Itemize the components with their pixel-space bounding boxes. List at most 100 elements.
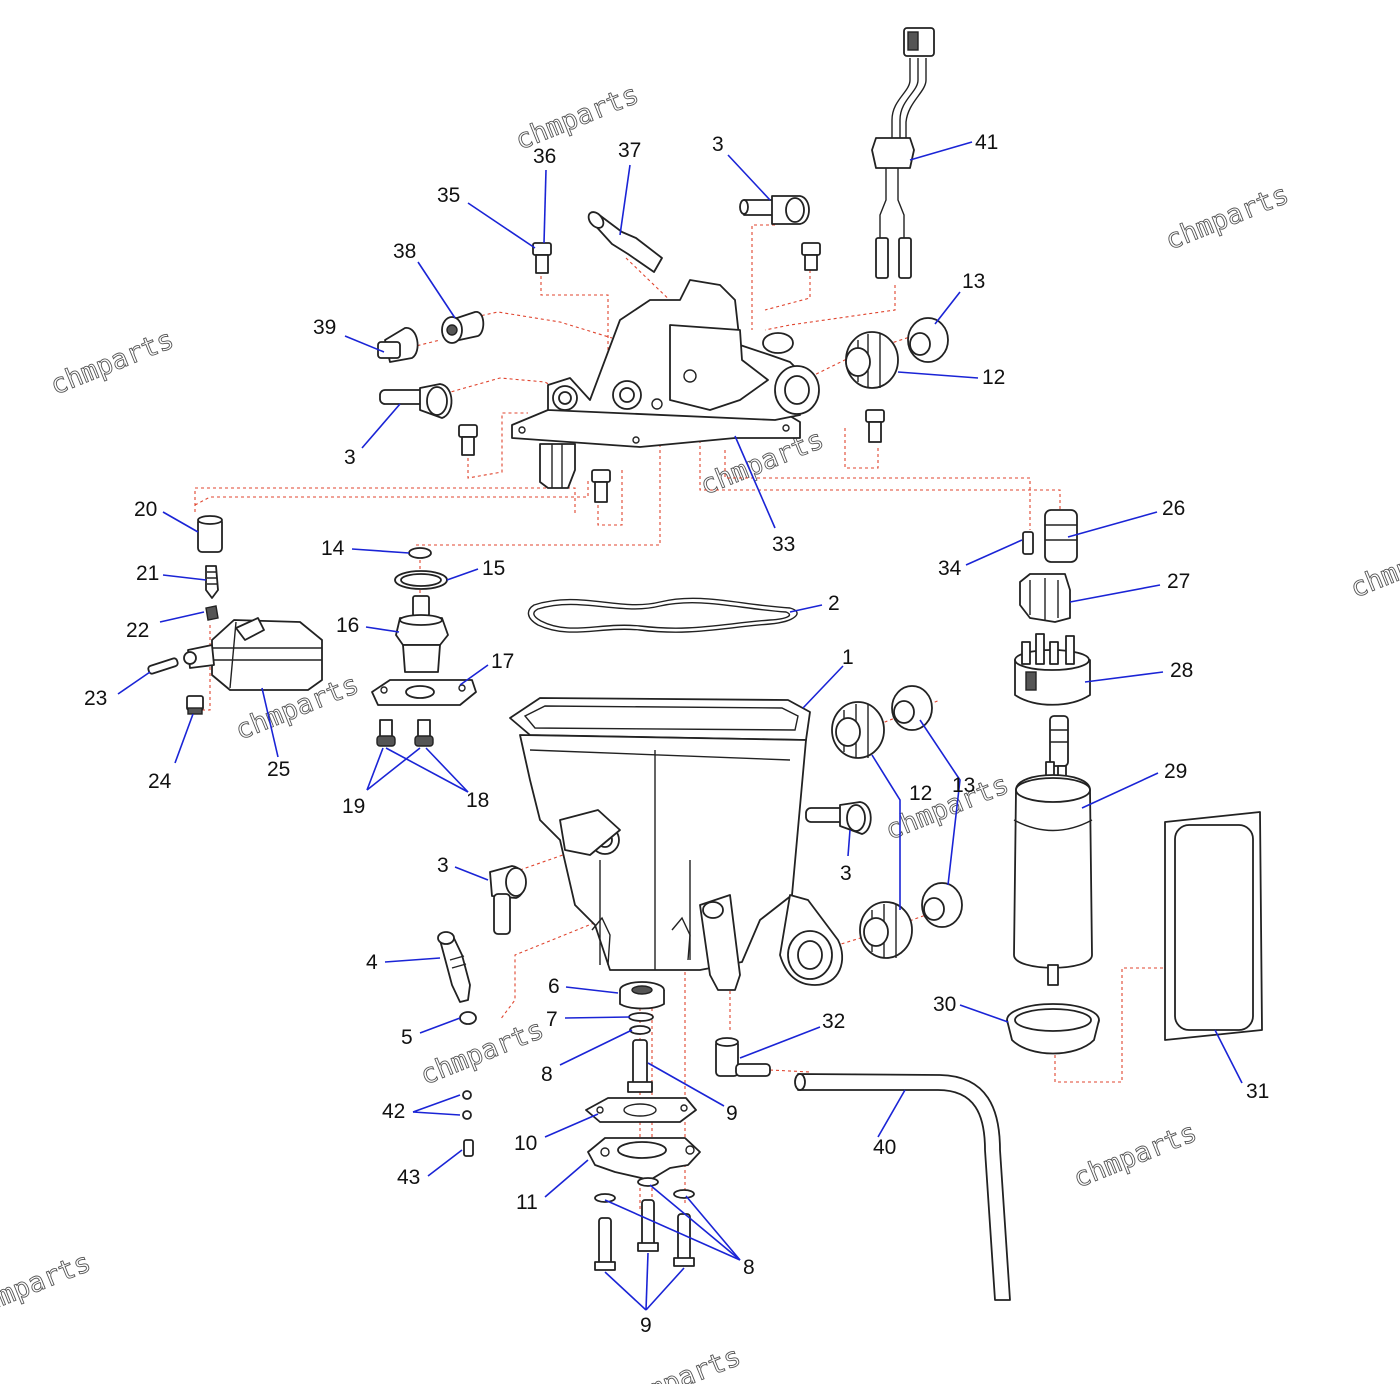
callout-24: 24 <box>148 770 172 793</box>
callout-3: 3 <box>437 854 449 877</box>
callout-9: 9 <box>640 1314 652 1337</box>
callout-12: 12 <box>982 366 1005 389</box>
callout-14: 14 <box>321 537 345 560</box>
bolt-part <box>594 1217 616 1271</box>
gasket-part <box>527 597 798 633</box>
callout-1: 1 <box>842 646 854 669</box>
washer-part <box>629 1025 651 1035</box>
callout-23: 23 <box>84 687 107 710</box>
callout-6: 6 <box>548 975 560 998</box>
callout-13: 13 <box>952 774 975 797</box>
fuel-hose-part <box>794 1073 1011 1301</box>
callout-22: 22 <box>126 619 149 642</box>
watermark: chmparts <box>613 1341 745 1384</box>
callout-3: 3 <box>344 446 356 469</box>
callout-15: 15 <box>482 557 505 580</box>
sleeve-part <box>197 515 223 553</box>
watermark: chmparts <box>1069 1117 1201 1194</box>
callout-8: 8 <box>541 1063 553 1086</box>
pressure-regulator-part <box>395 595 449 673</box>
float-part <box>183 617 323 691</box>
callout-4: 4 <box>366 951 378 974</box>
washer-part <box>459 1011 477 1025</box>
callout-33: 33 <box>772 533 795 556</box>
elbow-fitting-part <box>739 195 810 225</box>
callout-35: 35 <box>437 184 460 207</box>
clip-part <box>205 605 219 621</box>
washer-part <box>594 1193 616 1203</box>
wiring-harness-part <box>871 27 935 279</box>
callout-28: 28 <box>1170 659 1193 682</box>
plug-part <box>377 327 419 363</box>
bolt-part <box>637 1199 659 1252</box>
pump-holder-part <box>1014 633 1091 706</box>
screw-part <box>801 242 821 271</box>
watermark: chmparts <box>0 1247 95 1324</box>
callout-27: 27 <box>1167 570 1190 593</box>
o-ring-part <box>462 1110 472 1120</box>
callout-37: 37 <box>618 139 641 162</box>
callout-18: 18 <box>466 789 489 812</box>
callout-3: 3 <box>840 862 852 885</box>
float-pin-part <box>147 657 179 675</box>
sleeve-part <box>1044 509 1078 563</box>
fuel-pump-part <box>1013 715 1093 986</box>
callout-32: 32 <box>822 1010 845 1033</box>
valve-screw-part <box>437 931 471 1003</box>
fuel-fitting-part <box>587 211 663 273</box>
grommet-part <box>859 901 913 959</box>
callout-34: 34 <box>938 557 962 580</box>
screw-part <box>414 719 434 747</box>
screw-part <box>376 719 396 747</box>
screw-part <box>458 424 478 456</box>
callout-36: 36 <box>533 145 556 168</box>
housing-cover-part <box>511 279 820 489</box>
screw-part <box>186 695 204 715</box>
callout-43: 43 <box>397 1166 420 1189</box>
pump-bracket-part <box>1019 573 1071 623</box>
watermark: chmparts <box>881 769 1013 846</box>
screw-part <box>591 469 611 503</box>
elbow-fitting-part <box>805 801 872 835</box>
pin-part <box>463 1139 474 1157</box>
fuel-filter-part <box>1164 811 1263 1041</box>
elbow-fitting-part <box>379 383 453 419</box>
callout-20: 20 <box>134 498 157 521</box>
elbow-fitting-part <box>489 865 527 935</box>
watermark: chmparts <box>1161 179 1293 256</box>
plate-gasket-part <box>585 1097 697 1123</box>
o-ring-part <box>628 1012 654 1022</box>
grommet-part <box>907 317 949 363</box>
callout-2: 2 <box>828 592 840 615</box>
flange-part <box>587 1137 701 1181</box>
watermark: chmparts <box>1346 527 1400 604</box>
washer-part <box>673 1189 695 1199</box>
callout-38: 38 <box>393 240 416 263</box>
callout-39: 39 <box>313 316 336 339</box>
callout-8: 8 <box>743 1256 755 1279</box>
needle-valve-part <box>205 565 219 599</box>
callout-10: 10 <box>514 1132 537 1155</box>
callout-41: 41 <box>975 131 998 154</box>
bolt-part <box>627 1039 653 1093</box>
callout-29: 29 <box>1164 760 1187 783</box>
callout-19: 19 <box>342 795 365 818</box>
callout-42: 42 <box>382 1100 405 1123</box>
callout-7: 7 <box>546 1008 558 1031</box>
grommet-part <box>891 685 933 731</box>
pump-seal-part <box>1006 1003 1100 1055</box>
callout-31: 31 <box>1246 1080 1269 1103</box>
grommet-part <box>921 882 963 928</box>
callout-5: 5 <box>401 1026 413 1049</box>
callout-9: 9 <box>726 1102 738 1125</box>
callout-labels: 41 37 36 35 3 38 39 3 13 12 33 20 14 15 … <box>84 131 1269 1337</box>
sensor-part <box>441 311 485 344</box>
grommet-part <box>845 331 899 389</box>
callout-26: 26 <box>1162 497 1185 520</box>
screw-part <box>532 242 552 274</box>
o-ring-part <box>462 1090 472 1100</box>
leader-lines <box>117 141 1243 1311</box>
hose-fitting-part <box>715 1037 771 1077</box>
callout-13: 13 <box>962 270 985 293</box>
